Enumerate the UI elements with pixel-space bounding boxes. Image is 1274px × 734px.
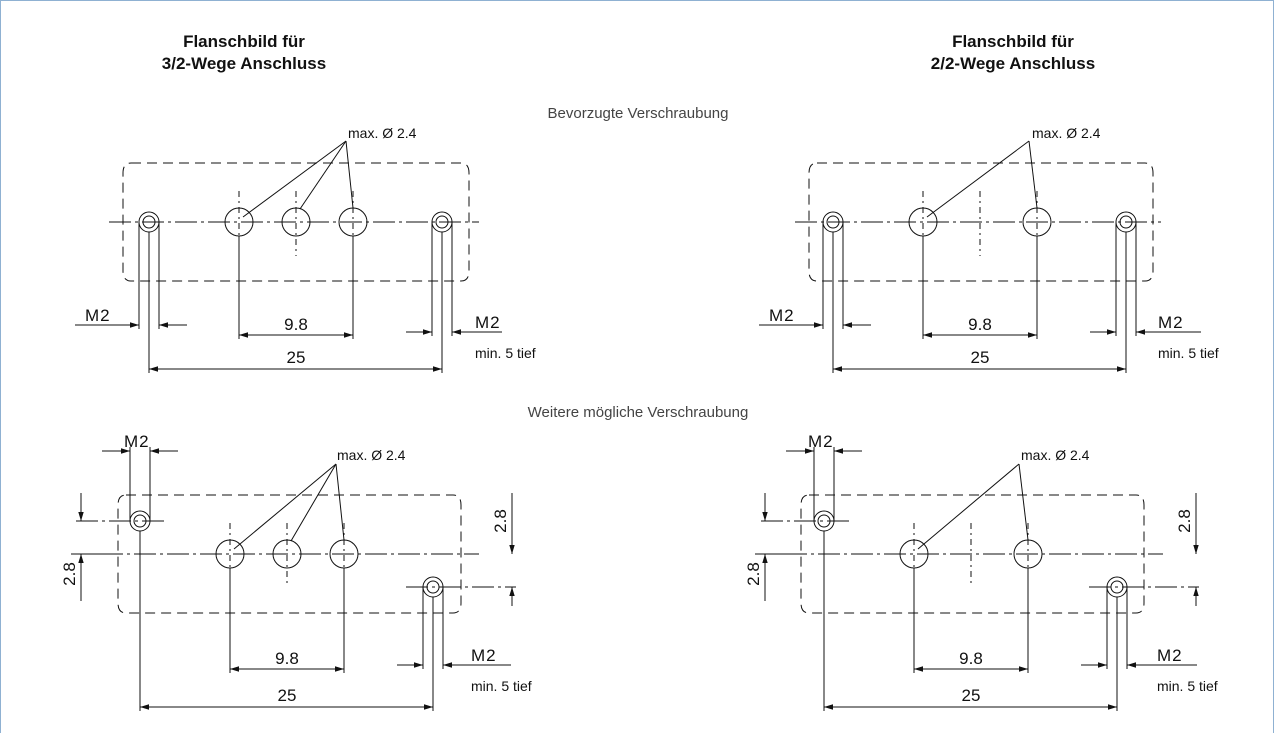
section-other-label: Weitere mögliche Verschraubung bbox=[527, 404, 749, 421]
thread-label: M2 bbox=[1158, 313, 1184, 332]
leader-line bbox=[345, 140, 354, 209]
pitch-label: 9.8 bbox=[959, 649, 983, 668]
screw-hole bbox=[133, 514, 147, 528]
depth-label: min. 5 tief bbox=[1158, 345, 1219, 361]
body-outline bbox=[800, 494, 1145, 614]
thread-label: M2 bbox=[85, 306, 111, 325]
title-line-2: 2/2-Wege Anschluss bbox=[930, 54, 1096, 73]
hole-diameter-label: max. Ø 2.4 bbox=[337, 447, 406, 463]
leader-line bbox=[242, 140, 347, 218]
span-label: 25 bbox=[287, 348, 306, 367]
span-label: 25 bbox=[971, 348, 990, 367]
screw-hole bbox=[426, 580, 440, 594]
title-line-1: Flanschbild für bbox=[183, 32, 305, 51]
pitch-label: 9.8 bbox=[968, 315, 992, 334]
port-hole bbox=[281, 207, 311, 237]
offset-label: 2.8 bbox=[60, 562, 79, 586]
leader-line bbox=[290, 463, 337, 542]
flange-3-2-preferred bbox=[75, 140, 502, 373]
body-outline bbox=[808, 162, 1154, 282]
pitch-label: 9.8 bbox=[275, 649, 299, 668]
thread-label: M2 bbox=[471, 646, 497, 665]
flange-3-2-other bbox=[71, 447, 516, 711]
screw-hole bbox=[1119, 215, 1133, 229]
screw-hole bbox=[435, 215, 449, 229]
hole-diameter-label: max. Ø 2.4 bbox=[348, 125, 417, 141]
screw-hole bbox=[1110, 580, 1124, 594]
hole-diameter-label: max. Ø 2.4 bbox=[1032, 125, 1101, 141]
leader-line bbox=[233, 463, 337, 550]
flange-2-2-preferred bbox=[759, 140, 1201, 373]
leader-line bbox=[926, 140, 1030, 218]
offset-label: 2.8 bbox=[1175, 509, 1194, 533]
span-label: 25 bbox=[962, 686, 981, 705]
thread-label: M2 bbox=[475, 313, 501, 332]
offset-label: 2.8 bbox=[744, 562, 763, 586]
screw-hole bbox=[142, 215, 156, 229]
span-label: 25 bbox=[278, 686, 297, 705]
title-2-2-way: Flanschbild für 2/2-Wege Anschluss bbox=[863, 31, 1163, 75]
leader-line bbox=[299, 140, 347, 210]
port-hole bbox=[272, 539, 302, 569]
depth-label: min. 5 tief bbox=[471, 678, 532, 694]
thread-label: M2 bbox=[1157, 646, 1183, 665]
thread-label: M2 bbox=[124, 432, 150, 451]
title-line-1: Flanschbild für bbox=[952, 32, 1074, 51]
body-outline bbox=[122, 162, 470, 282]
thread-label: M2 bbox=[808, 432, 834, 451]
title-3-2-way: Flanschbild für 3/2-Wege Anschluss bbox=[94, 31, 394, 75]
screw-hole bbox=[826, 215, 840, 229]
leader-line bbox=[1028, 140, 1038, 209]
leader-line bbox=[1018, 463, 1029, 541]
hole-diameter-label: max. Ø 2.4 bbox=[1021, 447, 1090, 463]
pitch-label: 9.8 bbox=[284, 315, 308, 334]
depth-label: min. 5 tief bbox=[1157, 678, 1218, 694]
leader-line bbox=[335, 463, 345, 541]
screw-hole bbox=[817, 514, 831, 528]
body-outline bbox=[117, 494, 462, 614]
title-line-2: 3/2-Wege Anschluss bbox=[161, 54, 327, 73]
depth-label: min. 5 tief bbox=[475, 345, 536, 361]
flange-2-2-other bbox=[755, 447, 1199, 711]
leader-line bbox=[917, 463, 1020, 550]
section-preferred-label: Bevorzugte Verschraubung bbox=[547, 105, 729, 122]
thread-label: M2 bbox=[769, 306, 795, 325]
offset-label: 2.8 bbox=[491, 509, 510, 533]
